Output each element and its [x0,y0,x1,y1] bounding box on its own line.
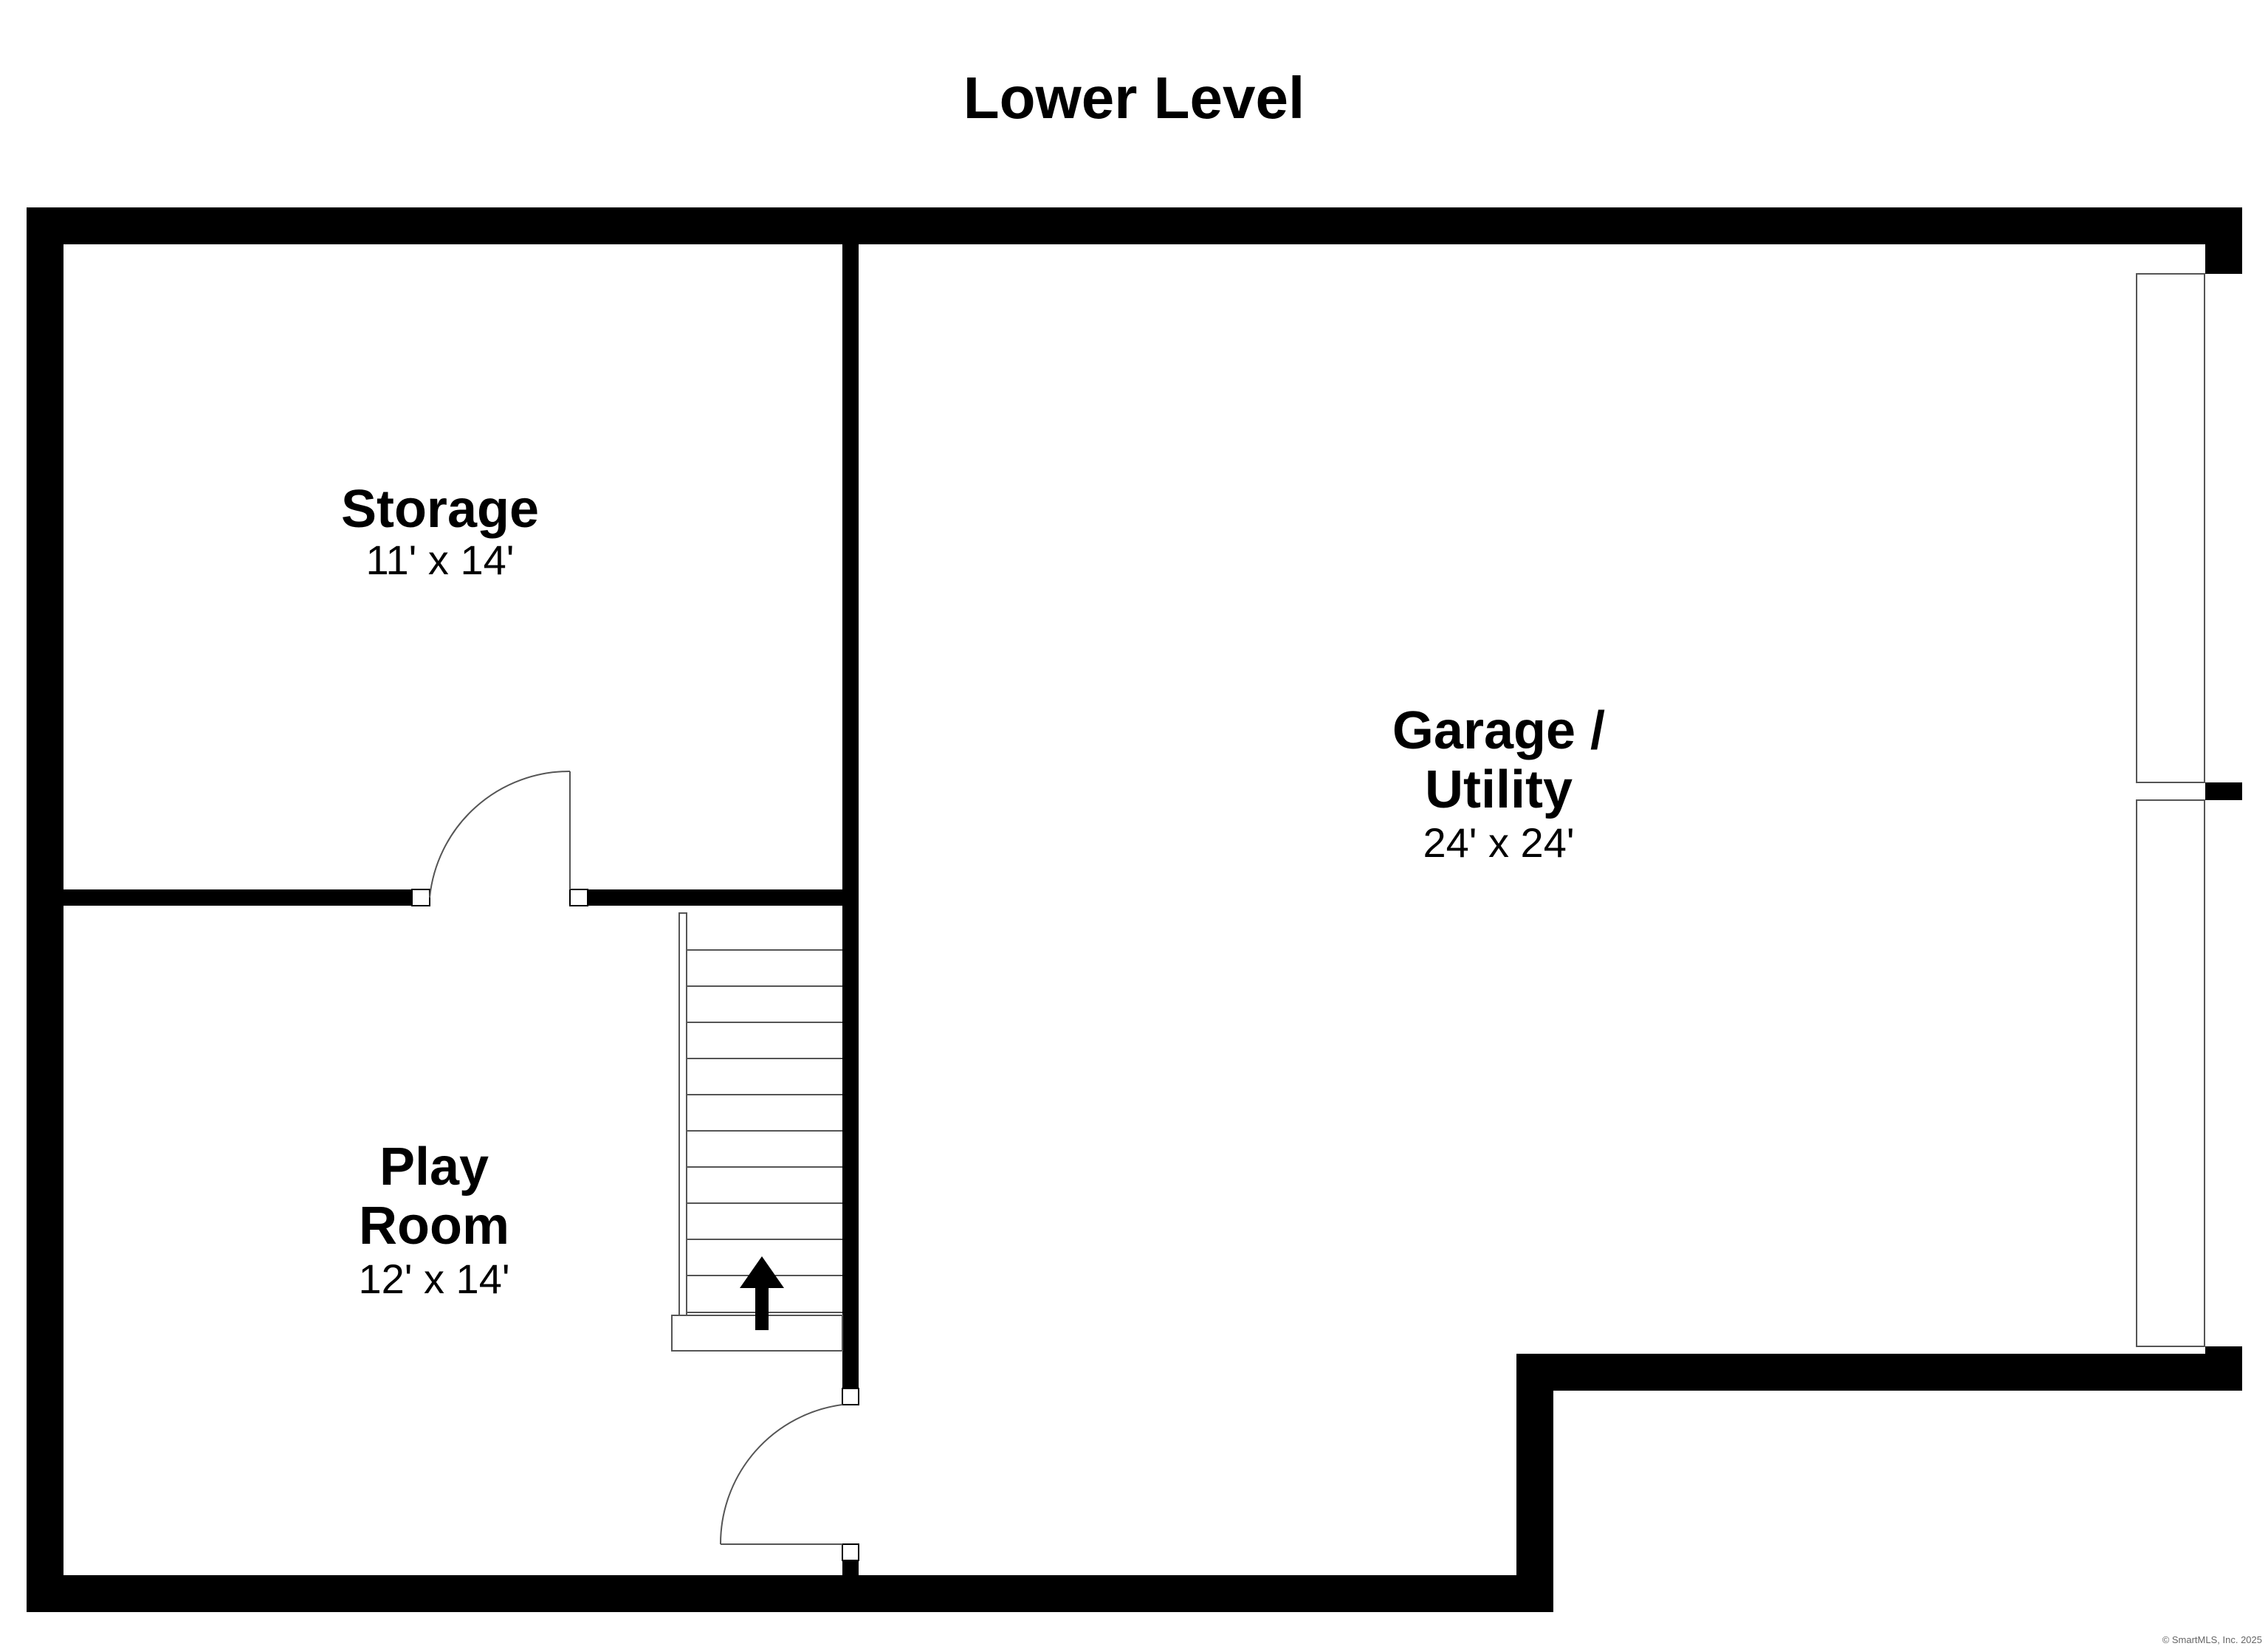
room-name-line2: Utility [1425,760,1573,819]
wall-interior-vertical [842,244,859,1403]
play-room-door-arc [719,1404,843,1545]
wall-right-middle [2205,782,2242,800]
room-dimensions: 12' x 14' [358,1256,509,1302]
garage-door-upper [2136,273,2205,783]
wall-storage-play-left [63,889,412,906]
door-jambs [411,889,859,1561]
outer-walls [27,207,2242,1612]
wall-left [27,207,63,1612]
room-name-line1: Play [379,1137,489,1197]
room-dimensions: 24' x 24' [1423,819,1574,866]
garage-door-lower [2136,799,2205,1347]
stair-rail [678,912,687,1316]
wall-notch-vertical [1516,1354,1553,1612]
copyright-note: © SmartMLS, Inc. 2025 [2162,1634,2262,1645]
door-jamb [842,1543,859,1561]
wall-notch-horizontal [1516,1354,2242,1391]
wall-storage-play-right [588,889,842,906]
room-label-play-room: Play Room 12' x 14' [358,1137,509,1302]
door-jamb [411,889,430,906]
wall-bottom [27,1575,1553,1612]
room-dimensions: 11' x 14' [366,537,515,583]
door-swings [429,770,843,1545]
storage-door-arc [429,770,571,898]
plan-title: Lower Level [963,65,1305,131]
room-name-line2: Room [359,1197,509,1256]
room-name: Storage [341,480,539,539]
garage-doors [2136,273,2205,1347]
wall-right-bottom [2205,1346,2242,1391]
door-jamb [569,889,588,906]
room-label-garage: Garage / Utility 24' x 24' [1392,701,1605,866]
wall-top [27,207,2242,244]
stair-up-arrow-icon [740,1256,784,1330]
wall-interior-vertical-lower [842,1560,859,1575]
room-label-storage: Storage 11' x 14' [341,480,539,583]
room-name-line1: Garage / [1392,701,1605,760]
wall-right-top [2205,207,2242,274]
interior-walls [63,244,859,1575]
door-jamb [842,1388,859,1405]
